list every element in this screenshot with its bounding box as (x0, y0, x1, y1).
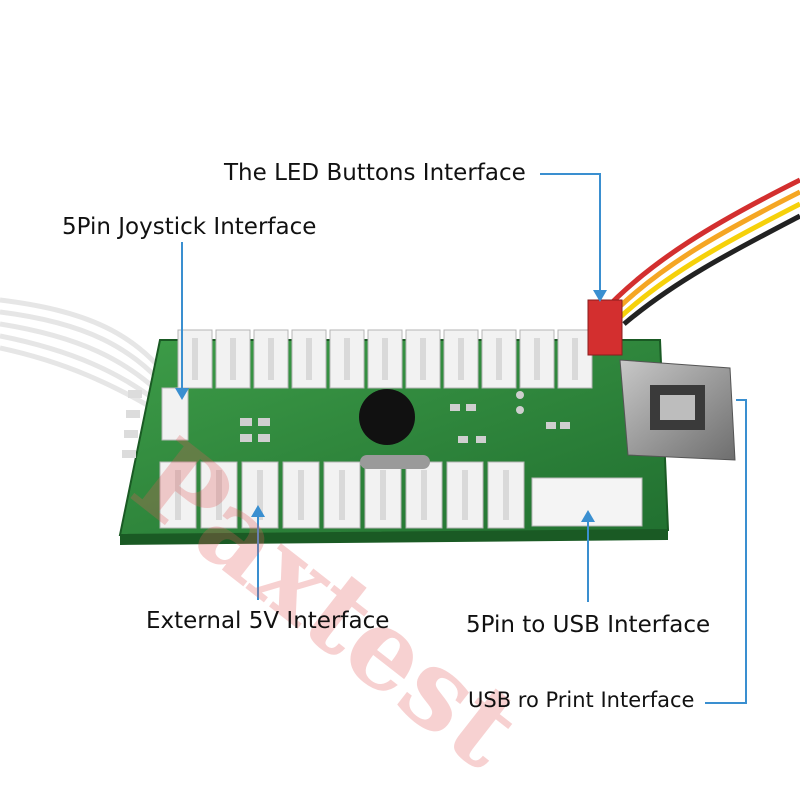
connector-pin (421, 470, 427, 520)
smd-components (240, 391, 570, 443)
edge-components (122, 390, 142, 458)
connector-pin (230, 338, 236, 380)
label-joystick: 5Pin Joystick Interface (62, 214, 317, 240)
crystal-oscillator (360, 455, 430, 469)
connector-pin (382, 338, 388, 380)
main-chip (359, 389, 415, 445)
connector-pin (298, 470, 304, 520)
top-connector-row (177, 329, 593, 389)
led-connector (587, 299, 623, 356)
arrow-down-icon (593, 290, 607, 302)
label-usb-print: USB ro Print Interface (468, 688, 695, 712)
connector-pin (458, 338, 464, 380)
connector-pin (268, 338, 274, 380)
connector-pin (380, 470, 386, 520)
arrow-down-icon (175, 388, 189, 400)
connector-pin (534, 338, 540, 380)
connector-pin (572, 338, 578, 380)
bottom-connector-row (159, 461, 525, 529)
connector-pin (175, 470, 181, 520)
connector-pin (306, 338, 312, 380)
callout-lines (181, 173, 747, 704)
connector-pin (339, 470, 345, 520)
connector-pin (503, 470, 509, 520)
arrow-up-icon (581, 510, 595, 522)
connector-pin (192, 338, 198, 380)
connector-pin (216, 470, 222, 520)
callout-arrows (175, 290, 607, 522)
arrow-up-icon (251, 505, 265, 517)
led-cable (598, 177, 800, 326)
label-external-5v: External 5V Interface (146, 608, 390, 634)
connector-pin (257, 470, 263, 520)
usb-b-port-icon (619, 359, 736, 461)
label-led-buttons: The LED Buttons Interface (224, 160, 526, 186)
connector-pin (496, 338, 502, 380)
connector-pin (462, 470, 468, 520)
connector-pin (420, 338, 426, 380)
connector-pin (344, 338, 350, 380)
label-usb-5pin: 5Pin to USB Interface (466, 612, 711, 638)
